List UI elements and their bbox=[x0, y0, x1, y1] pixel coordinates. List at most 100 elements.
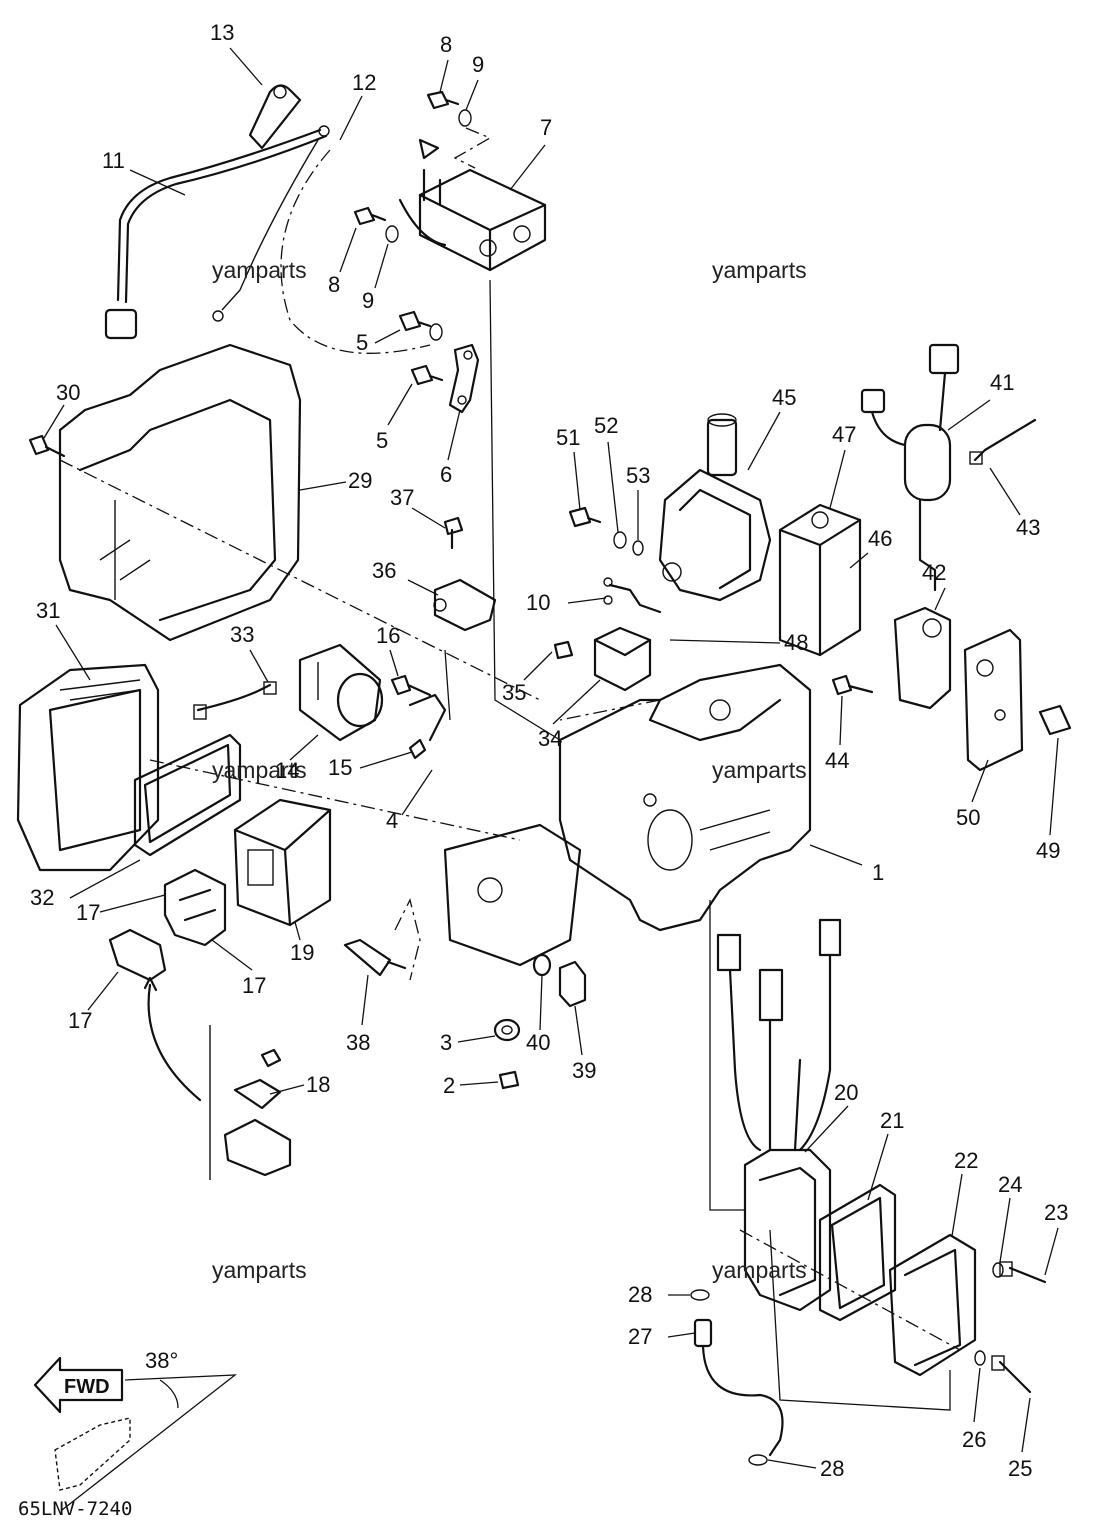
callout-label: 8 bbox=[328, 272, 340, 297]
callout-label: 43 bbox=[1016, 515, 1040, 540]
callout-label: 15 bbox=[328, 755, 352, 780]
callout-label: 14 bbox=[275, 758, 299, 783]
callout-label: 30 bbox=[56, 380, 80, 405]
bolt-43-part bbox=[831, 674, 874, 696]
callout-label: 22 bbox=[954, 1148, 978, 1173]
callout-label: 36 bbox=[372, 558, 396, 583]
watermark: yamparts bbox=[712, 757, 807, 783]
bolt-2-part bbox=[498, 1070, 520, 1090]
callout-label: 35 bbox=[502, 680, 526, 705]
callout-label: 37 bbox=[390, 485, 414, 510]
callout-label: 7 bbox=[540, 115, 552, 140]
callout-label: 44 bbox=[825, 748, 849, 773]
callout-label: 39 bbox=[572, 1058, 596, 1083]
callout-label: 41 bbox=[990, 370, 1014, 395]
callout-label: 19 bbox=[290, 940, 314, 965]
callout-label: 50 bbox=[956, 805, 980, 830]
block-42-part bbox=[893, 606, 952, 710]
callout-label: 49 bbox=[1036, 838, 1060, 863]
screw-30-part bbox=[28, 434, 66, 458]
callout-label: 12 bbox=[352, 70, 376, 95]
plate-20-part bbox=[743, 1148, 832, 1312]
callout-label: 10 bbox=[526, 590, 550, 615]
callout-label: 17 bbox=[242, 973, 266, 998]
main-bracket-1-part bbox=[558, 663, 812, 932]
callout-label: 42 bbox=[922, 560, 946, 585]
callout-label: 9 bbox=[472, 52, 484, 77]
wire-33-part bbox=[193, 681, 277, 720]
wire-10-part bbox=[603, 577, 662, 614]
callout-label: 32 bbox=[30, 885, 54, 910]
fwd-label: FWD bbox=[64, 1376, 110, 1398]
callout-label: 23 bbox=[1044, 1200, 1068, 1225]
hose-27-part bbox=[690, 1289, 784, 1466]
coil-41-part bbox=[860, 343, 960, 592]
callout-label: 20 bbox=[834, 1080, 858, 1105]
clip-18-part bbox=[209, 1025, 292, 1180]
callout-label: 29 bbox=[348, 468, 372, 493]
callout-label: 34 bbox=[538, 726, 562, 751]
callout-label: 6 bbox=[440, 462, 452, 487]
sensor-38-part bbox=[343, 938, 407, 977]
callout-label: 47 bbox=[832, 422, 856, 447]
pin-15-16-part bbox=[390, 674, 447, 760]
bracket-46-47-part bbox=[778, 503, 862, 657]
screw-51-53-part bbox=[568, 506, 644, 556]
sensor-36-part bbox=[433, 516, 497, 632]
callout-label: 40 bbox=[526, 1030, 550, 1055]
diagram-code: 65LNV-7240 bbox=[18, 1498, 132, 1520]
rectifier-block-part bbox=[398, 138, 547, 272]
callout-label: 27 bbox=[628, 1324, 652, 1349]
cover-22-part bbox=[888, 1233, 977, 1377]
fwd-arrow: FWD 38° bbox=[33, 1348, 238, 1511]
pin-44-part bbox=[969, 418, 1037, 465]
callout-label: 18 bbox=[306, 1072, 330, 1097]
watermark: yamparts bbox=[712, 1257, 807, 1283]
box-34-part bbox=[553, 626, 652, 692]
callout-label: 46 bbox=[868, 526, 892, 551]
callout-label: 13 bbox=[210, 20, 234, 45]
washer-40-part bbox=[532, 953, 552, 977]
bracket-6-part bbox=[448, 343, 480, 414]
callout-label: 26 bbox=[962, 1427, 986, 1452]
callout-label: 5 bbox=[376, 428, 388, 453]
callout-label: 31 bbox=[36, 598, 60, 623]
callout-label: 21 bbox=[880, 1108, 904, 1133]
ground-cable-part bbox=[104, 84, 431, 354]
screw-8-lower bbox=[353, 206, 399, 243]
gasket-32-part bbox=[133, 733, 242, 857]
callout-label: 33 bbox=[230, 622, 254, 647]
watermark: yamparts bbox=[212, 257, 307, 283]
screw-5-pair bbox=[398, 310, 444, 386]
angle-label: 38° bbox=[145, 1348, 178, 1373]
callout-label: 51 bbox=[556, 425, 580, 450]
gasket-21-part bbox=[818, 1183, 897, 1322]
callout-label: 48 bbox=[784, 630, 808, 655]
callout-label: 5 bbox=[356, 330, 368, 355]
callout-label: 17 bbox=[68, 1008, 92, 1033]
coil-45-part bbox=[658, 413, 772, 602]
wiring-harness-part bbox=[716, 918, 842, 1152]
callout-label: 9 bbox=[362, 288, 374, 313]
callouts: 1 2 3 4 5 5 6 7 8 8 9 9 10 11 12 13 14 1… bbox=[30, 20, 1068, 1481]
watermark: yamparts bbox=[212, 757, 307, 783]
clips-17-part bbox=[108, 868, 227, 982]
callout-label: 38 bbox=[346, 1030, 370, 1055]
nut-3-part bbox=[493, 1018, 521, 1042]
callout-label: 4 bbox=[386, 808, 398, 833]
callout-label: 52 bbox=[594, 413, 618, 438]
callout-label: 53 bbox=[626, 463, 650, 488]
callout-label: 2 bbox=[443, 1073, 455, 1098]
callout-label: 24 bbox=[998, 1172, 1022, 1197]
callout-label: 8 bbox=[440, 32, 452, 57]
callout-label: 45 bbox=[772, 385, 796, 410]
callout-label: 16 bbox=[376, 623, 400, 648]
callout-label: 1 bbox=[872, 860, 884, 885]
collar-39-part bbox=[558, 960, 587, 1008]
screw-8-upper bbox=[426, 90, 472, 127]
watermark: yamparts bbox=[712, 257, 807, 283]
callout-label: 11 bbox=[102, 148, 125, 173]
callout-label: 28 bbox=[628, 1282, 652, 1307]
cover-29-part bbox=[58, 343, 302, 642]
